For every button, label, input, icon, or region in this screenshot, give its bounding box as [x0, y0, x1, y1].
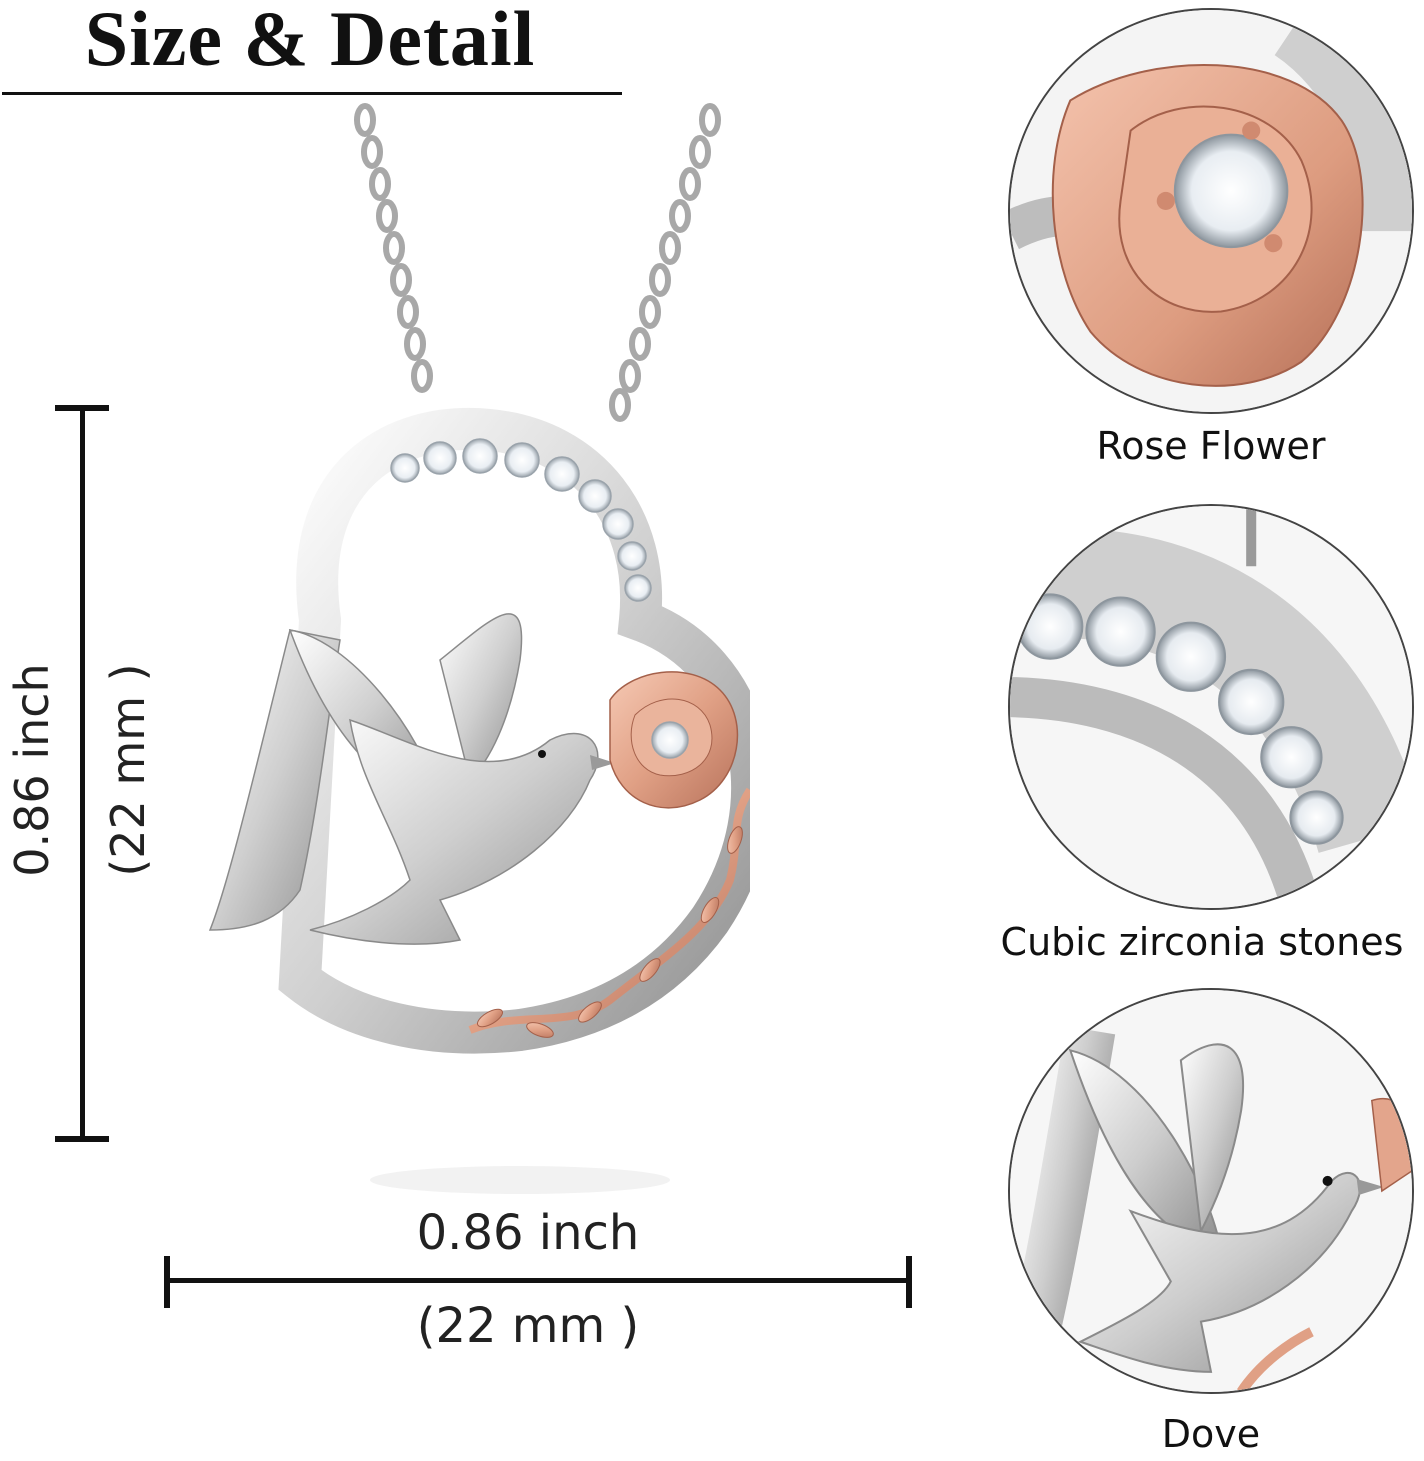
page-title: Size & Detail — [84, 0, 536, 82]
cubic-zirconia-caption: Cubic zirconia stones — [1000, 920, 1404, 964]
width-dimension-line — [166, 1278, 912, 1283]
rose-flower-icon — [1010, 10, 1412, 412]
cubic-zirconia-stones-icon — [1010, 506, 1412, 908]
pendant-image — [190, 100, 773, 1200]
height-dimension-line — [80, 408, 85, 1142]
rose-flower-closeup — [1008, 8, 1414, 414]
rose-flower-caption: Rose Flower — [1096, 424, 1326, 468]
height-inch-label: 0.86 inch — [5, 663, 59, 877]
height-mm-label: (22 mm ) — [101, 663, 155, 877]
height-dimension-cap-bottom — [55, 1136, 109, 1142]
necklace-illustration-icon — [208, 103, 773, 1194]
dove-caption: Dove — [1161, 1412, 1261, 1456]
width-inch-label: 0.86 inch — [416, 1205, 640, 1261]
dove-icon — [1010, 990, 1412, 1392]
dove-closeup — [1008, 988, 1414, 1394]
width-mm-label: (22 mm ) — [416, 1298, 640, 1354]
title-underline — [2, 92, 622, 95]
width-dimension-cap-right — [906, 1256, 912, 1308]
cubic-zirconia-closeup — [1008, 504, 1414, 910]
